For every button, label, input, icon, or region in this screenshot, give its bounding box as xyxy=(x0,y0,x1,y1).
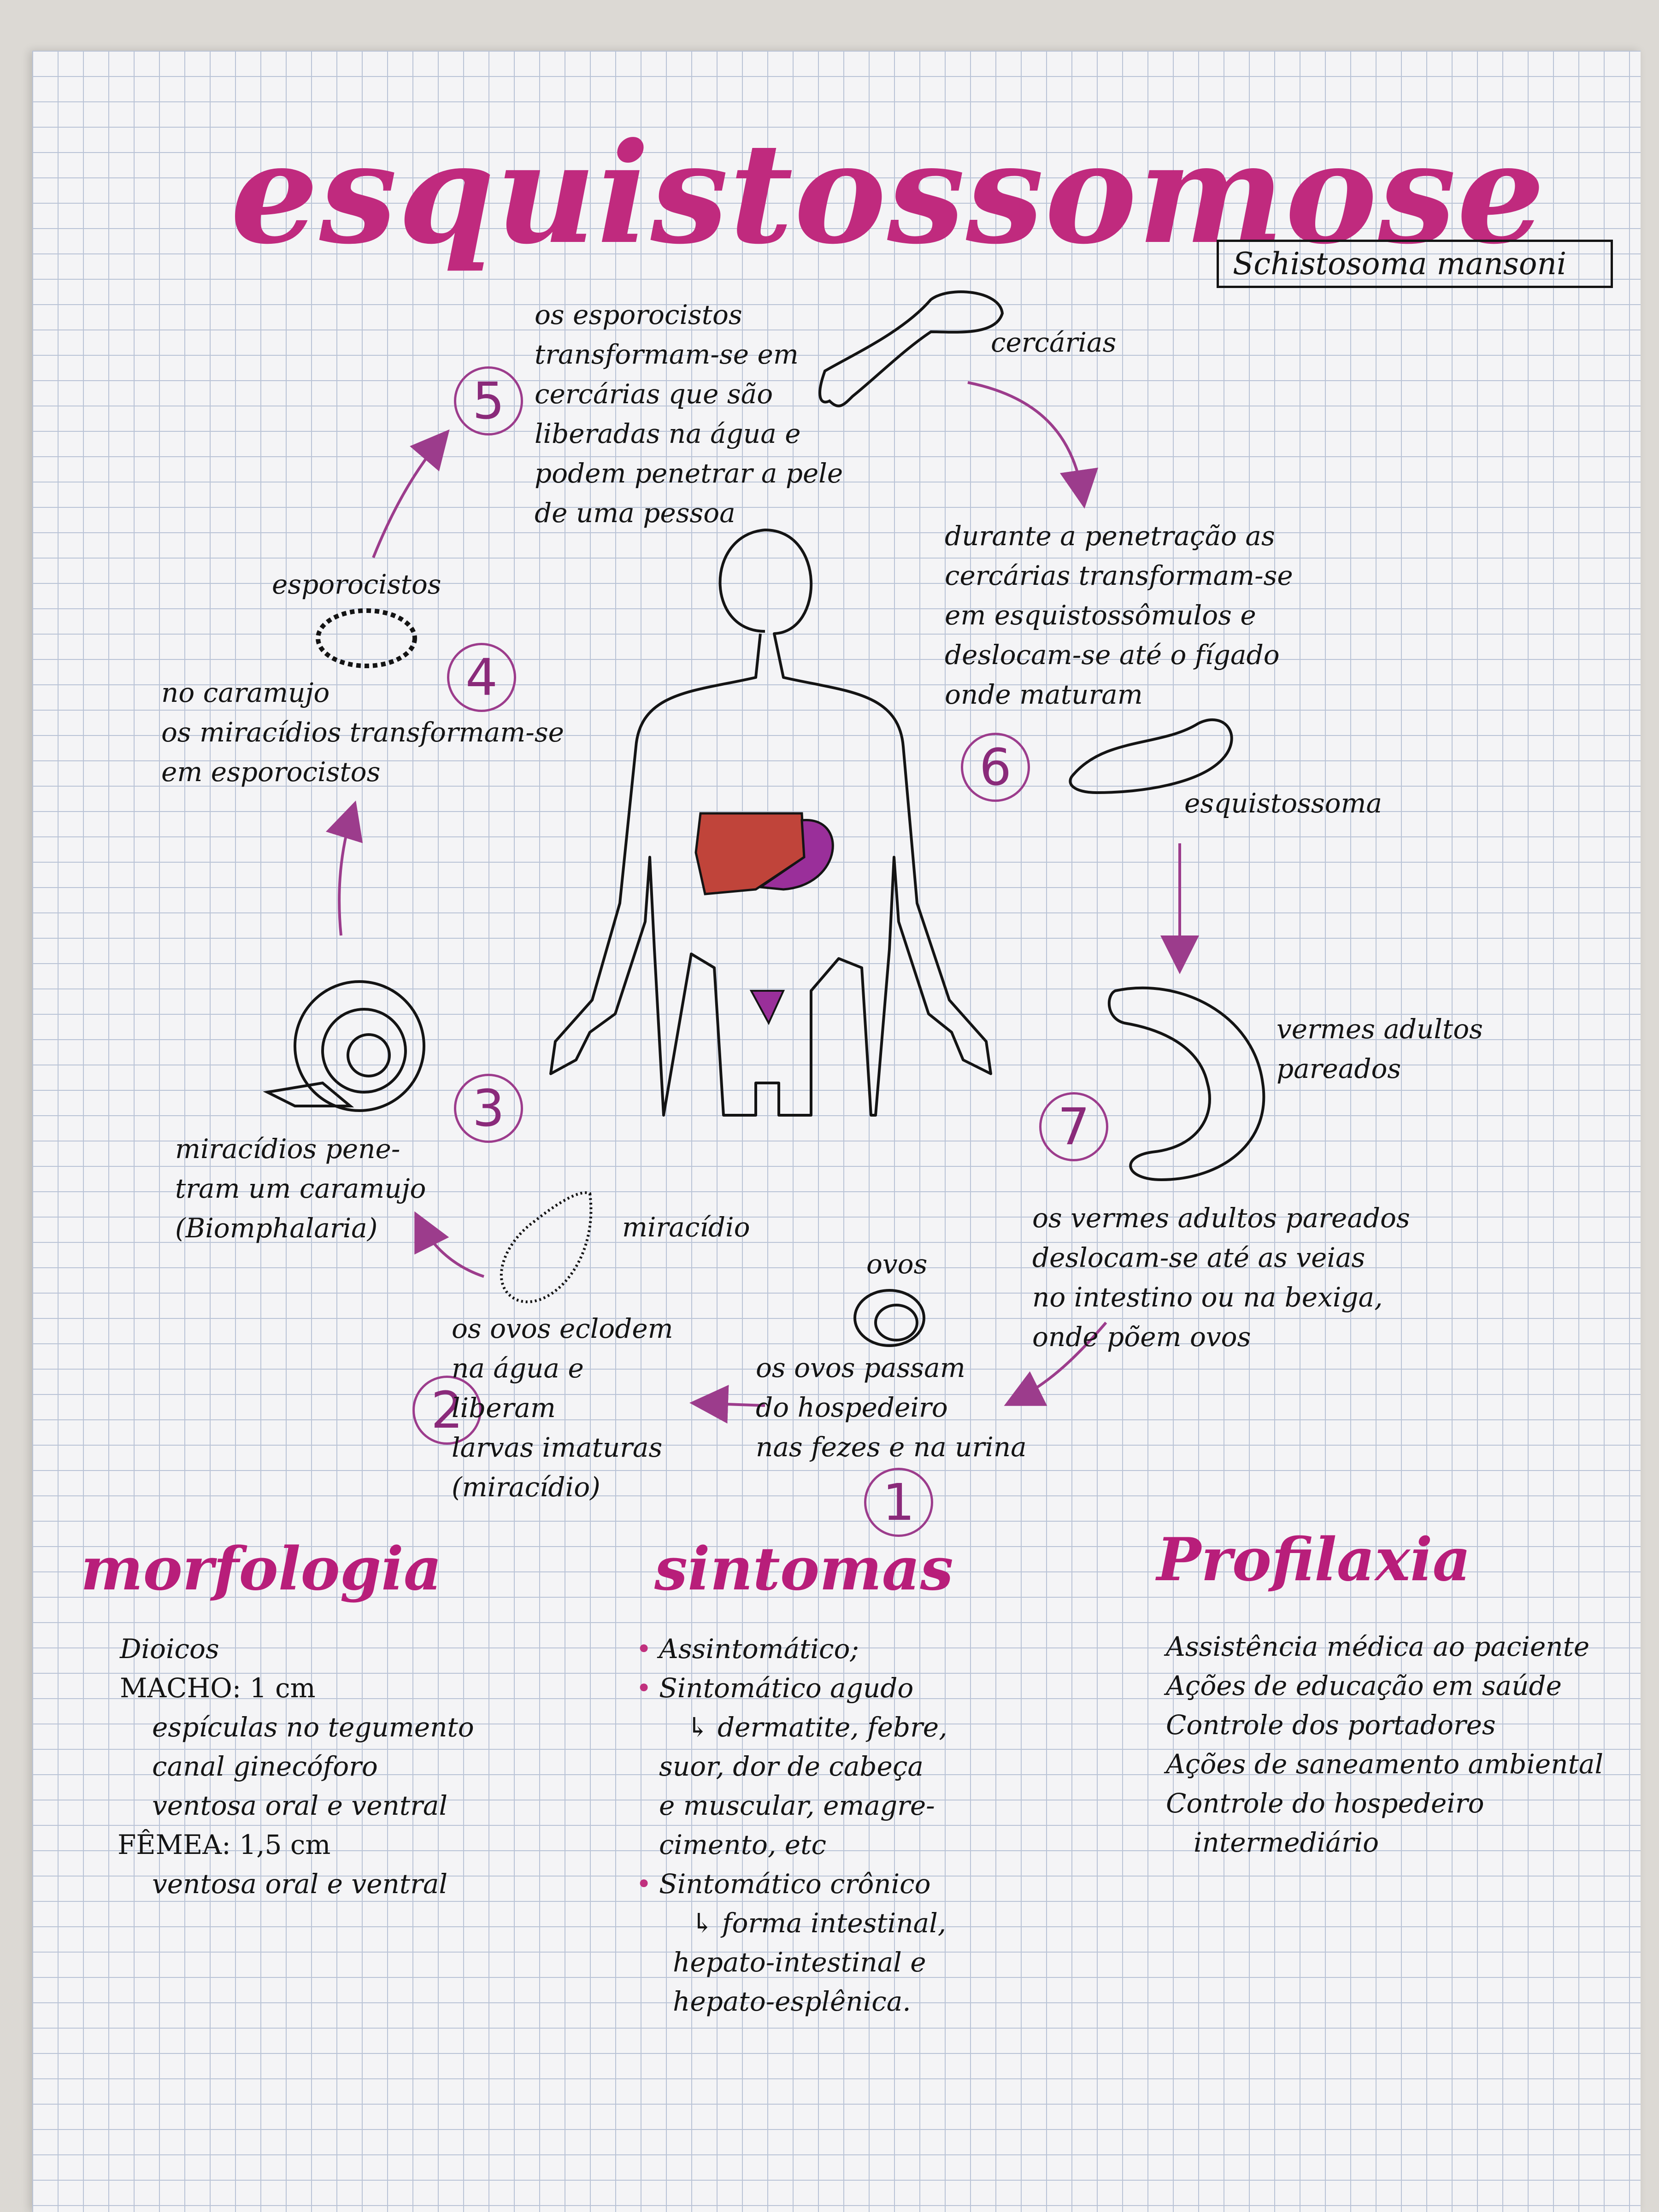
cercaria-label: cercárias xyxy=(991,327,1117,358)
sintomas-line: hepato-esplênica. xyxy=(673,1986,911,2017)
morfologia-heading: morfologia xyxy=(81,1535,442,1604)
profilaxia-heading: Profilaxia xyxy=(1157,1525,1471,1594)
egg-drawing xyxy=(853,1289,925,1347)
profilaxia-line: Assistência médica ao paciente xyxy=(1166,1631,1590,1662)
arrow-3-to-4 xyxy=(326,800,363,936)
species-box: Schistosoma mansoni xyxy=(1217,240,1613,288)
schistosome-label: esquistossoma xyxy=(1184,788,1382,819)
morfologia-line: Dioicos xyxy=(120,1633,219,1665)
step-5-text: os esporocistos transformam-se em cercár… xyxy=(535,299,843,529)
sintomas-line: Sintomático agudo xyxy=(636,1668,913,1708)
step-6-text: durante a penetração as cercárias transf… xyxy=(945,520,1293,710)
snail-drawing xyxy=(263,980,425,1112)
liver-drawing xyxy=(694,812,806,895)
human-body-drawing xyxy=(549,529,992,1117)
sintomas-line: cimento, etc xyxy=(659,1829,826,1860)
bladder-drawing xyxy=(749,990,785,1025)
sporocyst-label: esporocistos xyxy=(272,569,441,600)
morfologia-line: espículas no tegumento xyxy=(152,1712,474,1743)
arrow-1-to-2 xyxy=(689,1385,765,1424)
sintomas-heading: sintomas xyxy=(654,1535,953,1604)
morfologia-line: ventosa oral e ventral xyxy=(152,1790,448,1821)
schistosome-drawing xyxy=(1069,718,1233,794)
profilaxia-line: Controle dos portadores xyxy=(1166,1709,1496,1741)
step-badge-3: 3 xyxy=(454,1074,523,1143)
spleen-drawing xyxy=(757,819,834,891)
profilaxia-line: Controle do hospedeiro xyxy=(1166,1788,1484,1819)
arrow-2-to-3 xyxy=(414,1211,484,1278)
step-badge-1: 1 xyxy=(864,1468,933,1537)
step-1-text: os ovos passam do hospedeiro nas fezes e… xyxy=(756,1352,1027,1463)
miracidium-drawing xyxy=(500,1191,593,1303)
arrow-4-to-5 xyxy=(372,429,450,559)
sintomas-line: e muscular, emagre- xyxy=(659,1790,935,1821)
morfologia-line: FÊMEA: 1,5 cm xyxy=(118,1829,331,1860)
grid-paper xyxy=(32,51,1641,2212)
miracidium-label: miracídio xyxy=(622,1212,750,1243)
sintomas-line: hepato-intestinal e xyxy=(673,1947,926,1978)
step-badge-6: 6 xyxy=(961,733,1030,802)
sintomas-line: ↳ forma intestinal, xyxy=(691,1907,947,1939)
morfologia-line: canal ginecóforo xyxy=(152,1751,378,1782)
cercaria-drawing xyxy=(818,290,1004,407)
morfologia-line: MACHO: 1 cm xyxy=(120,1672,316,1704)
step-4-text: no caramujo os miracídios transformam-se… xyxy=(161,677,564,788)
sintomas-line: Assintomático; xyxy=(636,1629,859,1669)
sintomas-line: suor, dor de cabeça xyxy=(659,1751,924,1782)
step-badge-2: 2 xyxy=(412,1376,482,1445)
arrow-7-to-1 xyxy=(1004,1322,1107,1406)
arrow-5-to-6 xyxy=(967,381,1099,509)
morfologia-line: ventosa oral e ventral xyxy=(152,1868,448,1900)
step-badge-7: 7 xyxy=(1039,1092,1108,1161)
step-badge-5: 5 xyxy=(454,366,523,435)
sintomas-line: ↳ dermatite, febre, xyxy=(687,1712,947,1743)
sintomas-line: Sintomático crônico xyxy=(636,1864,931,1904)
step-2-text: os ovos eclodem na água e liberam larvas… xyxy=(452,1313,673,1503)
step-badge-4: 4 xyxy=(447,643,516,712)
egg-label: ovos xyxy=(866,1248,928,1280)
step-3-text: miracídios pene- tram um caramujo (Biomp… xyxy=(175,1133,426,1244)
adult-worms-drawing xyxy=(1108,986,1265,1182)
profilaxia-line: intermediário xyxy=(1194,1827,1379,1858)
adult-worms-label: vermes adultos pareados xyxy=(1277,1013,1483,1084)
profilaxia-line: Ações de saneamento ambiental xyxy=(1166,1748,1604,1780)
step-7-text: os vermes adultos pareados deslocam-se a… xyxy=(1032,1202,1410,1353)
page-title: esquistossomose xyxy=(230,112,1546,275)
profilaxia-line: Ações de educação em saúde xyxy=(1166,1670,1562,1701)
sporocyst-drawing xyxy=(316,608,417,668)
